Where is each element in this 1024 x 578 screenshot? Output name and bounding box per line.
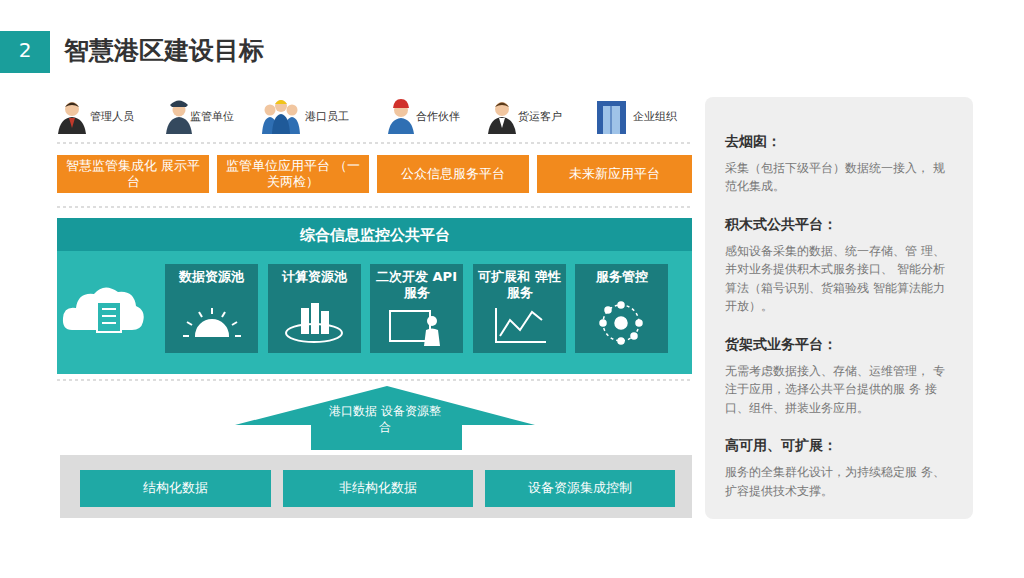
platform-panel <box>57 218 692 374</box>
separator <box>57 207 692 208</box>
manager-icon <box>58 102 86 134</box>
role-label: 货运客户 <box>518 109 562 124</box>
role-label: 管理人员 <box>90 109 134 124</box>
note-heading: 货架式业务平台： <box>725 334 953 356</box>
panel-heading: 综合信息监控公共平台 <box>57 226 692 245</box>
app-platform-box: 公众信息服务平台 <box>377 155 529 193</box>
staff-group-icon <box>262 100 300 134</box>
note-heading: 高可用、可扩展： <box>725 435 953 457</box>
box-label: 计算资源池 <box>272 269 357 285</box>
box-label: 监管单位应用平台 （一关两检） <box>223 158 363 191</box>
app-platform-box: 未来新应用平台 <box>537 155 692 193</box>
box-label: 可扩展和 弹性服务 <box>477 269 562 300</box>
title: 智慧港区建设目标 <box>64 34 264 67</box>
chart-icon <box>496 308 546 342</box>
role-label: 监管单位 <box>190 109 234 124</box>
partner-icon <box>388 99 414 134</box>
box-label: 非结构化数据 <box>339 480 417 496</box>
note-body: 无需考虑数据接入、存储、运维管理， 专注于应用，选择公共平台提供的服 务 接口、… <box>725 362 953 418</box>
note-heading: 积木式公共平台： <box>725 214 953 236</box>
officer-icon <box>166 101 192 135</box>
api-icon <box>390 311 440 346</box>
separator <box>57 380 692 381</box>
note-body: 服务的全集群化设计，为持续稳定服 务、扩容提供技术支撑。 <box>725 463 953 500</box>
resource-tile: 服务管控 <box>575 264 668 353</box>
integration-arrow: 港口数据 设备资源整合 <box>235 386 535 450</box>
role-label: 企业组织 <box>633 109 677 124</box>
role-label: 港口员工 <box>305 109 349 124</box>
note-body: 感知设备采集的数据、统一存储、管 理、 并对业务提供积木式服务接口、 智能分析算… <box>725 242 953 316</box>
building-icon <box>597 101 626 134</box>
number-badge <box>0 31 50 73</box>
box-label: 智慧监管集成化 展示平台 <box>63 158 203 191</box>
box-label: 港口数据 设备资源整合 <box>325 404 445 435</box>
note-body: 采集（包括下级平台）数据统一接入， 规范化集成。 <box>725 159 953 196</box>
resource-tile: 数据资源池 <box>165 264 258 353</box>
data-source-box: 结构化数据 <box>80 470 271 507</box>
separator <box>57 143 692 144</box>
resource-tile: 可扩展和 弹性服务 <box>473 264 566 353</box>
data-source-box: 设备资源集成控制 <box>485 470 675 507</box>
box-label: 服务管控 <box>579 269 664 285</box>
client-icon <box>488 102 516 134</box>
note-heading: 去烟囱： <box>725 131 953 153</box>
box-label: 公众信息服务平台 <box>401 166 505 182</box>
box-label: 数据资源池 <box>169 269 254 285</box>
role-label: 合作伙伴 <box>416 109 460 124</box>
notes-panel: 去烟囱： 采集（包括下级平台）数据统一接入， 规范化集成。积木式公共平台： 感知设备… <box>705 97 973 519</box>
network-icon <box>600 302 642 344</box>
note-panel <box>705 97 973 519</box>
public-platform-panel: 综合信息监控公共平台数据资源池 计算资源池 二次开发 API服务可扩展和 弹性服务 服… <box>57 218 692 374</box>
data-band <box>60 455 692 518</box>
box-label: 设备资源集成控制 <box>528 480 632 496</box>
resource-tile: 二次开发 API服务 <box>370 264 463 353</box>
resource-tile: 计算资源池 <box>268 264 361 353</box>
platform-header <box>57 218 692 251</box>
compute-pool-icon <box>286 303 342 342</box>
box-label: 结构化数据 <box>143 480 208 496</box>
app-platform-box: 智慧监管集成化 展示平台 <box>57 155 209 193</box>
app-platform-box: 监管单位应用平台 （一关两检） <box>217 155 369 193</box>
data-pool-icon <box>183 308 241 336</box>
data-source-box: 非结构化数据 <box>283 470 473 507</box>
section-number: 2 <box>0 38 50 62</box>
cloud-icon <box>63 287 144 332</box>
tile-backgrounds <box>165 264 668 353</box>
box-label: 二次开发 API服务 <box>374 269 459 300</box>
box-label: 未来新应用平台 <box>569 166 660 182</box>
